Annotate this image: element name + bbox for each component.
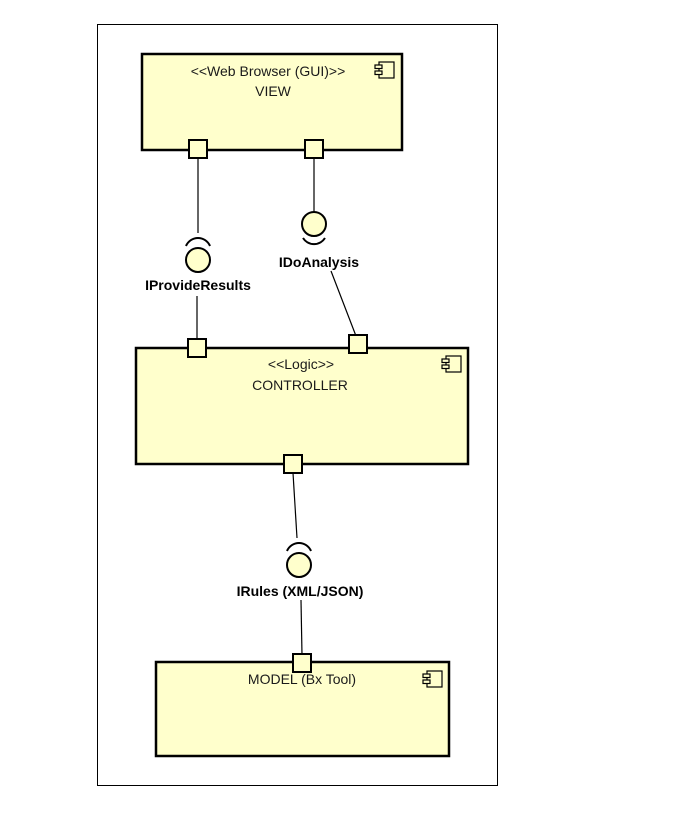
view-box bbox=[140, 52, 404, 152]
controller-component[interactable]: <<Logic>> CONTROLLER bbox=[134, 346, 470, 466]
irules-label: IRules (XML/JSON) bbox=[237, 583, 364, 599]
irules-interface[interactable]: IRules (XML/JSON) bbox=[237, 542, 364, 599]
controller-stereotype: <<Logic>> bbox=[268, 356, 334, 372]
view-component[interactable]: <<Web Browser (GUI)>> VIEW bbox=[140, 52, 404, 152]
iprovideresults-label: IProvideResults bbox=[145, 277, 251, 293]
idoanalysis-label: IDoAnalysis bbox=[279, 254, 359, 270]
model-box bbox=[154, 660, 451, 758]
view-name: VIEW bbox=[255, 83, 292, 99]
socket-icon bbox=[185, 237, 211, 247]
connector-controller-irules bbox=[292, 472, 298, 539]
controller-port-left bbox=[187, 338, 207, 358]
socket-icon bbox=[302, 237, 326, 245]
view-port-left bbox=[188, 139, 208, 159]
idoanalysis-interface[interactable]: IDoAnalysis bbox=[279, 211, 359, 270]
controller-port-bottom bbox=[283, 454, 303, 474]
model-name: MODEL (Bx Tool) bbox=[248, 671, 356, 687]
component-icon bbox=[422, 670, 443, 688]
component-icon bbox=[374, 61, 395, 79]
lollipop-ball-icon bbox=[185, 247, 211, 273]
iprovideresults-interface[interactable]: IProvideResults bbox=[145, 237, 251, 293]
model-port-top bbox=[292, 653, 312, 673]
view-port-right bbox=[304, 139, 324, 159]
lollipop-ball-icon bbox=[286, 552, 312, 578]
connector-irules-model bbox=[300, 599, 303, 656]
controller-port-right bbox=[348, 334, 368, 354]
model-component[interactable]: MODEL (Bx Tool) bbox=[154, 660, 451, 758]
component-icon bbox=[441, 355, 462, 373]
connector-idoanalysis-controller bbox=[330, 270, 357, 337]
controller-name: CONTROLLER bbox=[252, 377, 348, 393]
lollipop-ball-icon bbox=[301, 211, 327, 237]
view-stereotype: <<Web Browser (GUI)>> bbox=[191, 63, 346, 79]
socket-icon bbox=[286, 542, 312, 552]
